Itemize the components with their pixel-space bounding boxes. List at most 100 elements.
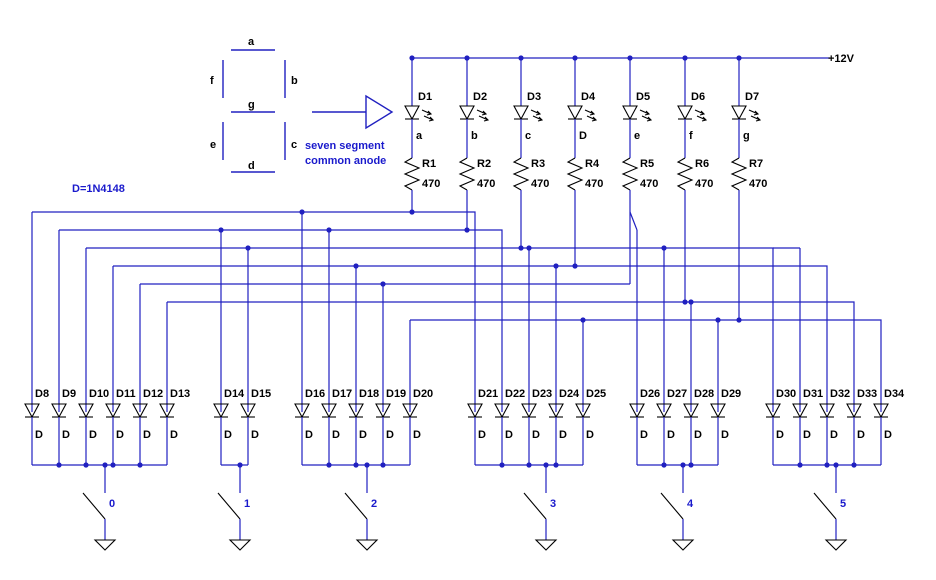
diode-value: D [359,429,367,441]
diode-ref: D10 [89,388,109,400]
resistor-icon [621,157,639,191]
led-icon [731,105,747,121]
resistor-ref: R6 [695,158,709,170]
junction-dot [409,209,415,215]
diode-ref: D17 [332,388,352,400]
switch-label: 2 [371,498,377,510]
led-segment-label: f [689,130,693,142]
resistor-icon [512,157,530,191]
switch-icon[interactable] [82,492,106,520]
diode-icon [321,403,337,419]
led-segment-label: g [743,130,750,142]
segment-label-f: f [210,75,214,87]
junction-dot [464,227,470,233]
diode-icon [656,403,672,419]
diode-value: D [776,429,784,441]
diode-ref: D28 [694,388,714,400]
diode-ref: D19 [386,388,406,400]
ground-icon [671,539,695,551]
diode-icon [846,403,862,419]
led-ref: D4 [581,91,596,103]
light-emission-icon [639,109,653,122]
diode-icon [683,403,699,419]
switch-label: 5 [840,498,846,510]
resistor-icon [566,157,584,191]
diode-icon [240,403,256,419]
diode-d9: D9D [51,388,76,465]
diode-value: D [35,429,43,441]
switch-icon[interactable] [813,492,837,520]
ground-icon [355,539,379,551]
led-segment-label: c [525,130,531,142]
diode-ref: D26 [640,388,660,400]
diode-ref: D23 [532,388,552,400]
junction-dot [526,462,532,468]
resistor-icon [676,157,694,191]
junction-dot [110,462,116,468]
diode-ref: D11 [116,388,136,400]
junction-dot [353,462,359,468]
diode-icon [494,403,510,419]
diode-value: D [559,429,567,441]
diode-ref: D21 [478,388,498,400]
segment-label-b: b [291,75,298,87]
diode-ref: D25 [586,388,606,400]
junction-dot [682,299,688,305]
wire [86,247,774,404]
diode-value: D [224,429,232,441]
resistor-value: 470 [640,178,658,190]
diode-icon [51,403,67,419]
led-icon [404,105,420,121]
diode-value: D [505,429,513,441]
diode-ref: D16 [305,388,325,400]
led-ref: D6 [691,91,705,103]
switch-icon[interactable] [660,492,684,520]
segment-label-g: g [248,99,255,111]
diode-ref: D12 [143,388,163,400]
junction-dot [824,462,830,468]
diode-icon [294,403,310,419]
resistor-ref: R3 [531,158,545,170]
diode-d8: D8D [24,388,49,465]
ground-icon [93,539,117,551]
resistor-value: 470 [585,178,603,190]
diode-ref: D33 [857,388,877,400]
diode-ref: D32 [830,388,850,400]
junction-dot [688,462,694,468]
switch-label: 0 [109,498,115,510]
led-ref: D2 [473,91,487,103]
light-emission-icon [421,109,435,122]
switch-icon[interactable] [217,492,241,520]
diode-value: D [62,429,70,441]
diode-icon [819,403,835,419]
diode-ref: D18 [359,388,379,400]
junction-dot [83,462,89,468]
led-ref: D7 [745,91,759,103]
switch-icon[interactable] [344,492,368,520]
diode-ref: D9 [62,388,76,400]
segment-label-e: e [210,139,216,151]
switch-icon[interactable] [523,492,547,520]
diode-value: D [640,429,648,441]
diode-icon [348,403,364,419]
diode-icon [213,403,229,419]
led-ref: D1 [418,91,432,103]
diode-ref: D29 [721,388,741,400]
